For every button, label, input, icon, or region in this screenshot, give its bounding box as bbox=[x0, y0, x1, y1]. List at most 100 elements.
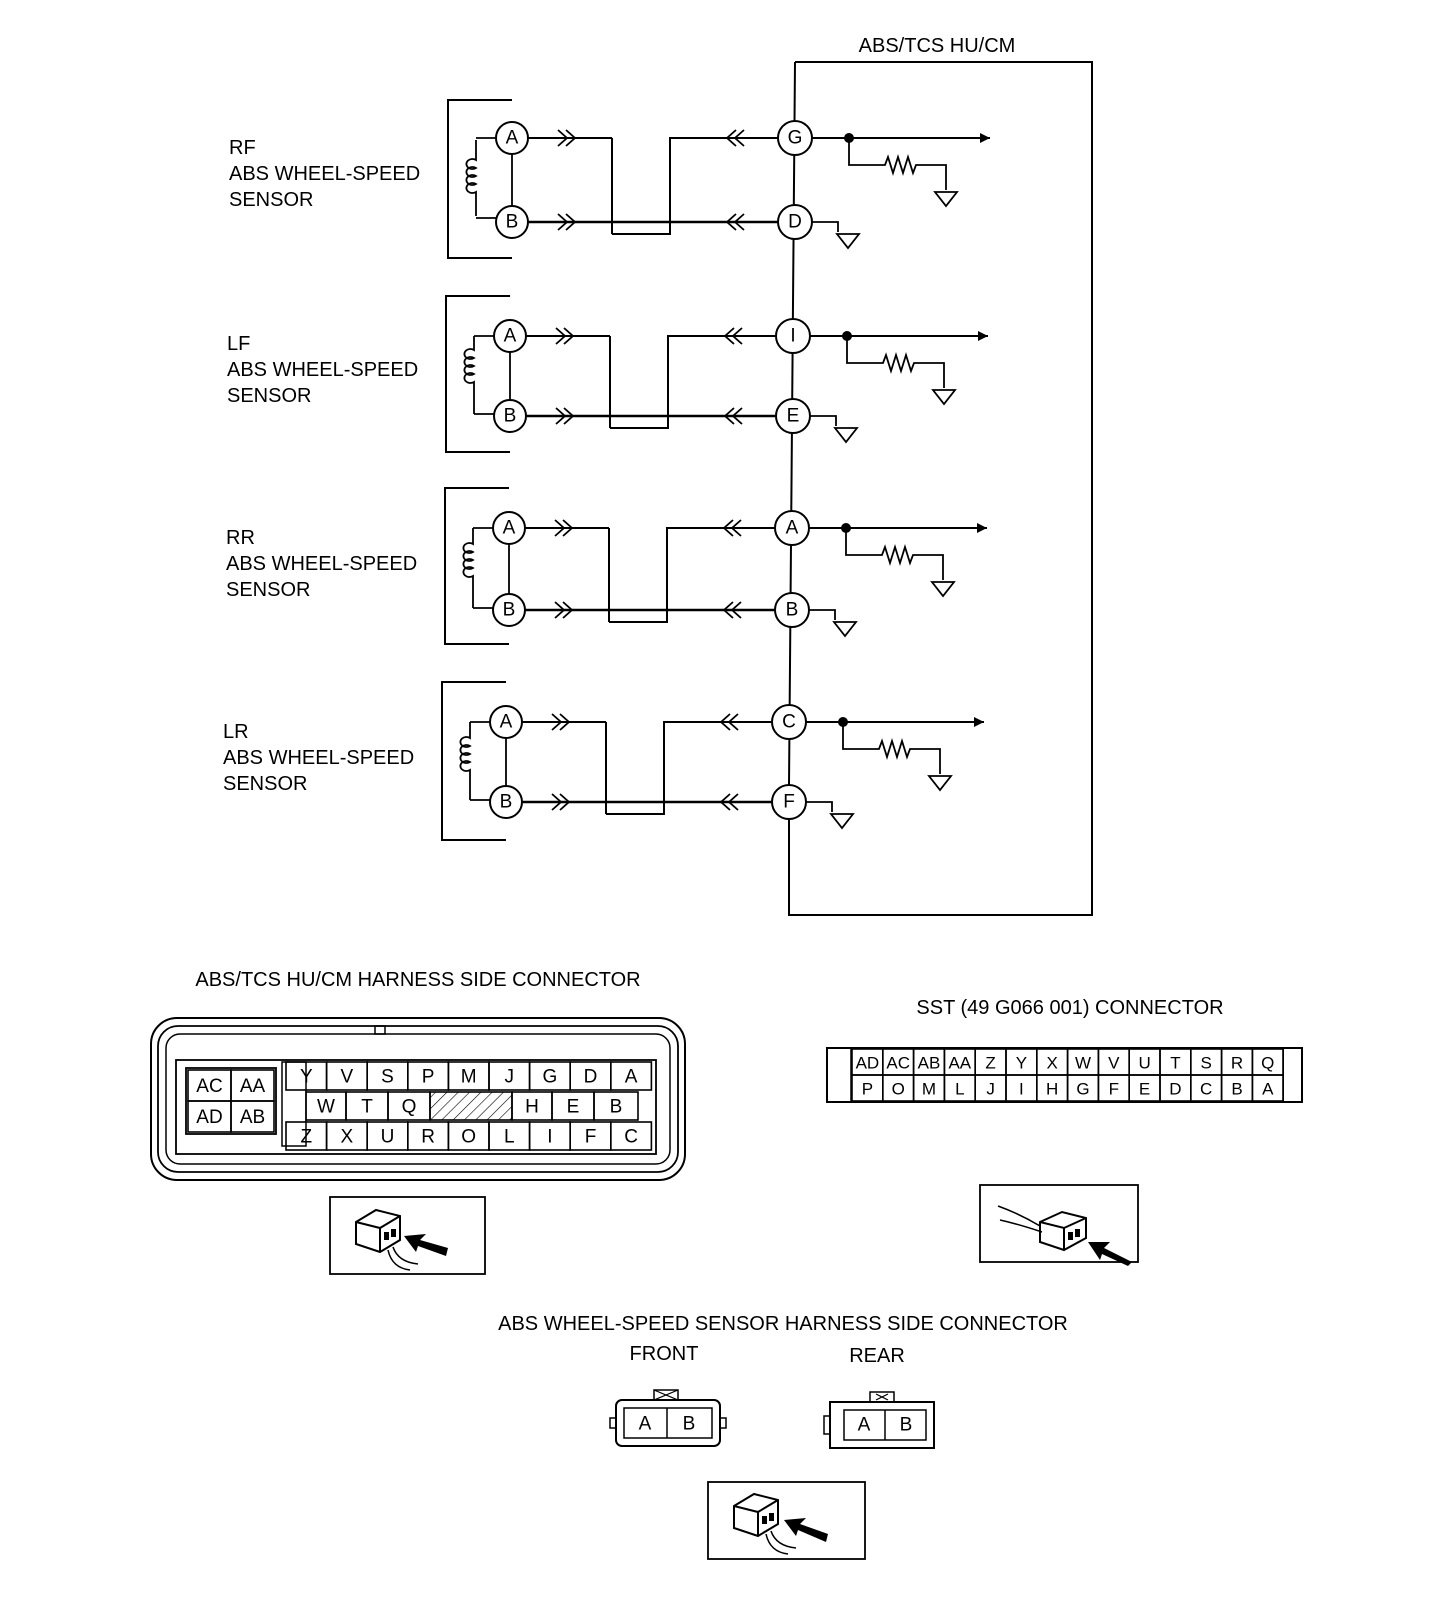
chevron-right-icon bbox=[551, 713, 571, 731]
connector-pin-label: A bbox=[1262, 1080, 1274, 1099]
connector-pin-label: G bbox=[1076, 1080, 1089, 1099]
connector-pin-label: D bbox=[1169, 1080, 1181, 1099]
connector-pin-label: B bbox=[1231, 1080, 1242, 1099]
chevron-right-icon bbox=[557, 213, 577, 231]
rear-pin-b: B bbox=[900, 1415, 913, 1436]
module-pin: A bbox=[786, 518, 799, 539]
ground-icon bbox=[931, 581, 955, 597]
connector-pin-label: W bbox=[317, 1097, 335, 1118]
connector-pin-label: P bbox=[862, 1080, 873, 1099]
sensor-position: RR bbox=[226, 527, 255, 549]
ground-icon bbox=[830, 813, 854, 829]
coil-icon bbox=[465, 140, 478, 216]
chevron-left-icon bbox=[723, 327, 743, 345]
chevron-left-icon bbox=[722, 519, 742, 537]
sensor-lr-group: LR ABS WHEEL-SPEED SENSOR A B C F bbox=[223, 681, 984, 841]
connector-pin-label: W bbox=[1075, 1054, 1091, 1073]
sensor-pin-a: A bbox=[506, 128, 519, 149]
chevron-left-icon bbox=[723, 407, 743, 425]
resistor-icon bbox=[842, 722, 941, 774]
sensor-name: ABS WHEEL-SPEED bbox=[223, 747, 414, 769]
connector-pin-label: C bbox=[1200, 1080, 1212, 1099]
sensor-suffix: SENSOR bbox=[226, 579, 310, 601]
sensor-rr-group: RR ABS WHEEL-SPEED SENSOR A B A B bbox=[226, 487, 987, 645]
chevron-right-icon bbox=[555, 327, 575, 345]
module-pin: F bbox=[783, 792, 795, 813]
connector-pin-label: S bbox=[381, 1067, 394, 1088]
connector-pin-label: D bbox=[584, 1067, 598, 1088]
sensor-pin-b: B bbox=[500, 792, 513, 813]
connector-pin-label: O bbox=[892, 1080, 905, 1099]
coil-icon bbox=[459, 722, 472, 800]
connector-pin-label: T bbox=[361, 1097, 373, 1118]
connector-pin-label: T bbox=[1170, 1054, 1180, 1073]
ground-icon bbox=[932, 389, 956, 405]
connector-pin-label: E bbox=[1139, 1080, 1150, 1099]
connector-pin-label: F bbox=[585, 1127, 597, 1148]
chevron-left-icon bbox=[722, 601, 742, 619]
connector-pin-label: Q bbox=[402, 1097, 417, 1118]
sensor-pin-a: A bbox=[503, 518, 516, 539]
sensor-name: ABS WHEEL-SPEED bbox=[227, 359, 418, 381]
connector-pin-label: AD bbox=[856, 1054, 880, 1073]
ground-icon bbox=[834, 427, 858, 443]
ground-icon bbox=[836, 233, 860, 249]
connector-pin-label: M bbox=[461, 1067, 477, 1088]
coil-icon bbox=[462, 528, 475, 608]
chevron-right-icon bbox=[555, 407, 575, 425]
connector-pin-label: Y bbox=[300, 1067, 313, 1088]
module-title: ABS/TCS HU/CM bbox=[859, 35, 1016, 57]
harness-connector bbox=[150, 1017, 686, 1181]
connector-pin-label: A bbox=[625, 1067, 638, 1088]
connector-pin-label: U bbox=[1138, 1054, 1150, 1073]
chevron-left-icon bbox=[725, 129, 745, 147]
front-pin-a: A bbox=[639, 1414, 652, 1435]
connector-pin-label: AC bbox=[196, 1076, 222, 1097]
sensor-position: RF bbox=[229, 137, 256, 159]
connector-pin-label: O bbox=[461, 1127, 476, 1148]
resistor-icon bbox=[845, 528, 944, 580]
module-pin: C bbox=[782, 712, 796, 733]
connector-pin-label: L bbox=[955, 1080, 964, 1099]
sensor-suffix: SENSOR bbox=[223, 773, 307, 795]
sensor-name: ABS WHEEL-SPEED bbox=[229, 163, 420, 185]
chevron-right-icon bbox=[557, 129, 577, 147]
sensor-lf-group: LF ABS WHEEL-SPEED SENSOR A B I E bbox=[227, 295, 988, 453]
chevron-left-icon bbox=[719, 713, 739, 731]
sensor-pin-b: B bbox=[506, 212, 519, 233]
connector-pin-label: B bbox=[610, 1097, 623, 1118]
connector-pin-label: L bbox=[504, 1127, 515, 1148]
module-pin: E bbox=[787, 406, 800, 427]
connector-pin-label: I bbox=[547, 1127, 552, 1148]
module-outline bbox=[788, 61, 1093, 916]
connector-pin-label: F bbox=[1109, 1080, 1119, 1099]
connector-pin-label: U bbox=[381, 1127, 395, 1148]
connector-pin-label: J bbox=[986, 1080, 995, 1099]
sst-connector-title: SST (49 G066 001) CONNECTOR bbox=[916, 997, 1223, 1019]
chevron-left-icon bbox=[725, 213, 745, 231]
connector-pin-label: X bbox=[1047, 1054, 1058, 1073]
front-pin-b: B bbox=[683, 1414, 696, 1435]
ground-icon bbox=[833, 621, 857, 637]
connector-pin-label: AC bbox=[886, 1054, 910, 1073]
sensor-position: LR bbox=[223, 721, 249, 743]
module-pin: G bbox=[788, 128, 803, 149]
connector-pin-label: J bbox=[505, 1067, 515, 1088]
ground-icon bbox=[928, 775, 952, 791]
sensor-pin-a: A bbox=[500, 712, 513, 733]
chevron-right-icon bbox=[551, 793, 571, 811]
rear-connector: A B bbox=[823, 1391, 935, 1449]
sensor-pin-b: B bbox=[503, 600, 516, 621]
connector-pin-label: C bbox=[624, 1127, 638, 1148]
harness-connector-title: ABS/TCS HU/CM HARNESS SIDE CONNECTOR bbox=[195, 969, 640, 991]
sensor-pin-a: A bbox=[504, 326, 517, 347]
rear-pin-a: A bbox=[858, 1415, 871, 1436]
sensor-position: LF bbox=[227, 333, 250, 355]
connector-pin-label: AB bbox=[918, 1054, 941, 1073]
connector-pin-label: V bbox=[1108, 1054, 1120, 1073]
sensor-rf-group: RF ABS WHEEL-SPEED SENSOR A B G D bbox=[229, 99, 990, 259]
